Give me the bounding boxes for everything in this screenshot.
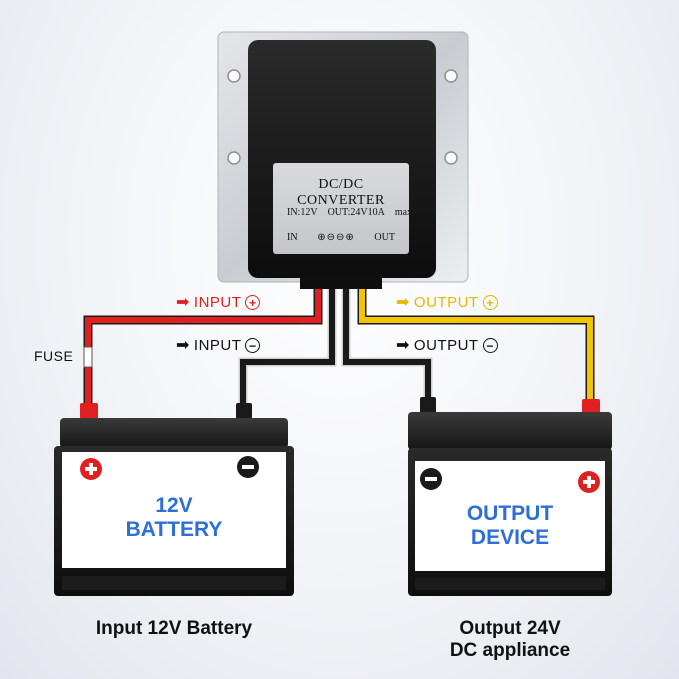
device-negative-terminal-icon: [420, 468, 442, 490]
converter-title: DC/DC CONVERTER: [297, 177, 385, 208]
plus-circle-icon: +: [482, 295, 498, 310]
converter-spec-max: max: [394, 207, 413, 218]
device-caption-line2: DC appliance: [449, 640, 571, 661]
minus-circle-icon: −: [482, 338, 498, 353]
fuse: [83, 346, 93, 368]
battery-label: 12V BATTERY: [62, 494, 286, 542]
output-positive-label: ➡ OUTPUT +: [396, 294, 498, 311]
device-line1: OUTPUT: [466, 502, 554, 525]
converter-pin-in: IN: [287, 232, 298, 243]
input-positive-text: INPUT: [193, 294, 242, 311]
converter-spec-in: IN:12V: [287, 207, 318, 218]
device-label: OUTPUT DEVICE: [415, 502, 605, 550]
battery-name: BATTERY: [125, 518, 223, 541]
input-negative-wire: [238, 285, 337, 410]
output-negative-label: ➡ OUTPUT −: [396, 337, 498, 354]
converter-spec: IN:12V OUT:24V10A max: [287, 207, 412, 218]
device-caption-line1: Output 24V: [459, 618, 561, 639]
device-caption: Output 24V DC appliance: [400, 618, 620, 662]
minus-circle-icon: −: [245, 338, 261, 353]
battery-caption: Input 12V Battery: [95, 618, 253, 639]
device-line2: DEVICE: [470, 526, 550, 549]
input-positive-wire: [83, 285, 323, 410]
converter-pin-out: OUT: [374, 232, 395, 243]
arrow-right-icon: ➡: [396, 336, 410, 354]
battery-negative-terminal-icon: [237, 456, 259, 478]
device-positive-terminal-icon: [578, 471, 600, 493]
arrow-right-icon: ➡: [176, 293, 190, 311]
plus-circle-icon: +: [245, 295, 261, 310]
output-positive-text: OUTPUT: [413, 294, 479, 311]
converter-spec-out: OUT:24V10A: [327, 207, 385, 218]
arrow-right-icon: ➡: [176, 336, 190, 354]
input-negative-label: ➡ INPUT −: [176, 336, 261, 354]
converter-label-plate: DC/DC CONVERTER IN:12V OUT:24V10A max IN…: [273, 163, 412, 254]
input-negative-text: INPUT: [193, 337, 242, 354]
output-negative-wire: [341, 285, 433, 402]
converter-pins: IN ⊕⊖⊖⊕ OUT: [287, 232, 395, 243]
output-negative-text: OUTPUT: [413, 337, 479, 354]
converter-pin-symbols-icon: ⊕⊖⊖⊕: [317, 232, 355, 243]
input-positive-label: ➡ INPUT +: [176, 293, 261, 311]
fuse-label: FUSE: [34, 348, 74, 364]
battery-voltage: 12V: [155, 494, 193, 517]
arrow-right-icon: ➡: [396, 293, 410, 311]
output-positive-wire: [357, 285, 595, 404]
battery-positive-terminal-icon: [80, 458, 102, 480]
output-device: [408, 397, 612, 596]
